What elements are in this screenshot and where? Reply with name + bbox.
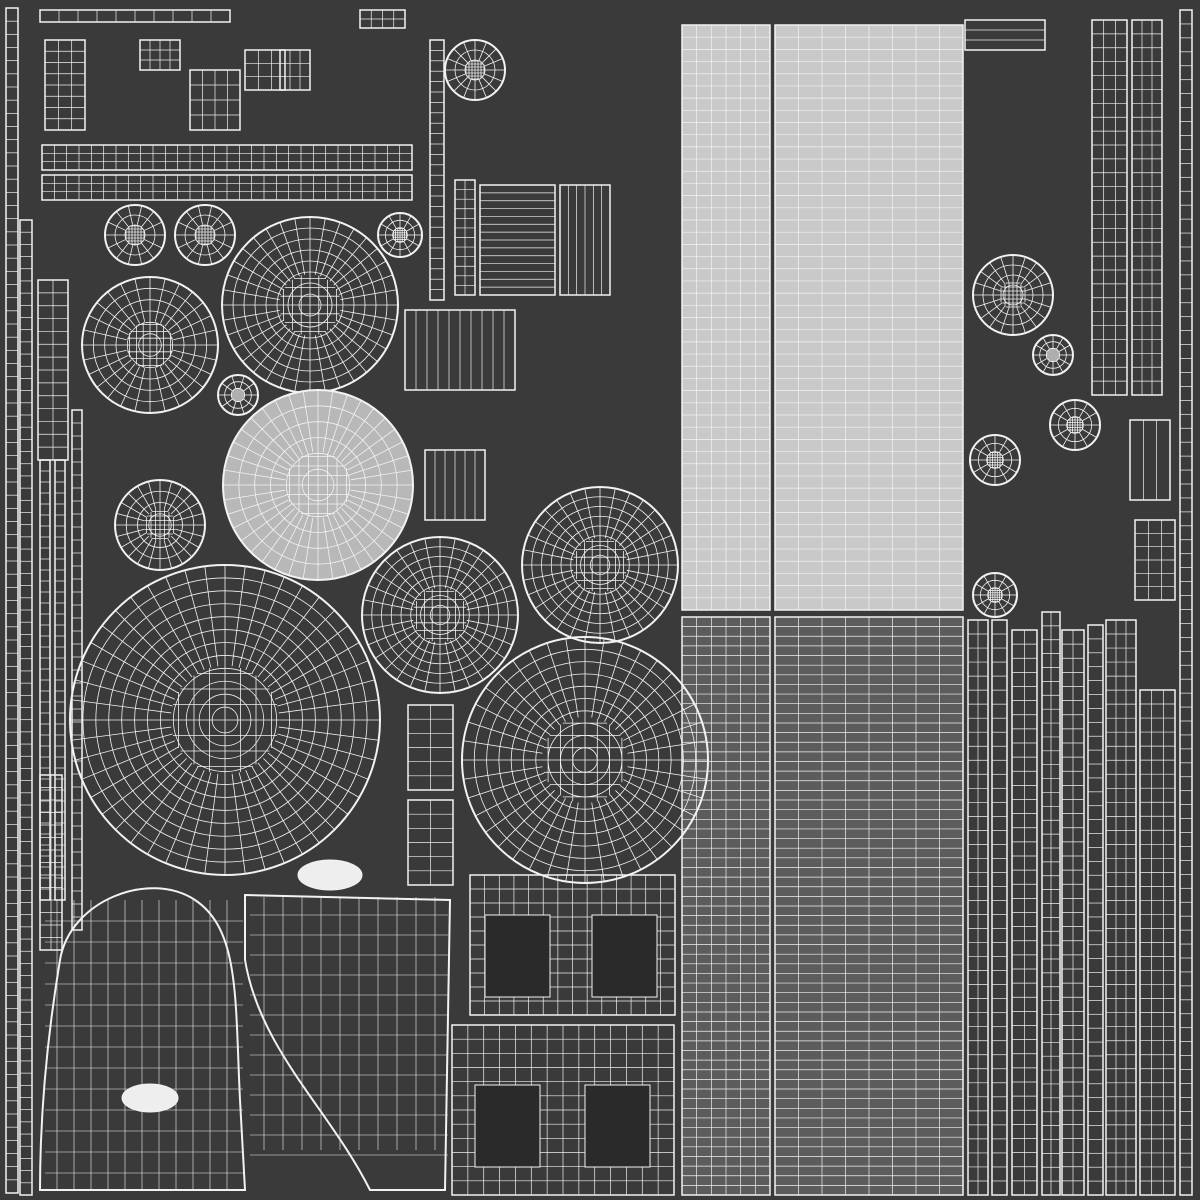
uv-strip-right-9	[1179, 9, 1193, 1196]
uv-box-bottom-1-inset-b	[591, 914, 658, 998]
uv-box-mid-2	[559, 184, 611, 296]
uv-strip-right-2	[991, 619, 1008, 1196]
uv-island-circle-6	[521, 486, 679, 644]
uv-island-circle-right-2	[1032, 334, 1074, 376]
uv-box-5	[359, 9, 406, 29]
uv-island-circle-right-4	[1049, 399, 1101, 451]
uv-box-right-top	[964, 19, 1046, 51]
uv-strip-right-8	[1139, 689, 1176, 1196]
uv-strip-left-3	[37, 279, 69, 461]
uv-bar-long-2	[41, 174, 413, 201]
uv-box-6	[44, 39, 86, 131]
uv-island-circle-2	[221, 216, 399, 394]
uv-box-mid-1	[479, 184, 556, 296]
uv-strip-right-7	[1105, 619, 1137, 1196]
uv-strip-right-10	[1091, 19, 1128, 396]
uv-ellipse-1	[297, 859, 363, 891]
uv-strip-right-6	[1087, 624, 1104, 1196]
uv-strip-left-2	[19, 219, 33, 1196]
uv-box-small-2	[407, 799, 454, 886]
uv-strip-right-3	[1011, 629, 1038, 1196]
uv-box-bottom-1-inset-a	[484, 914, 551, 998]
uv-strip-right-box-2	[1134, 519, 1176, 601]
uv-bar-top	[39, 9, 231, 23]
uv-island-circle-small-3	[377, 212, 423, 258]
uv-island-blob-mid	[244, 893, 452, 1191]
uv-strip-right-1	[967, 619, 989, 1196]
uv-island-circle-right-3	[969, 434, 1021, 486]
uv-island-circle-4	[114, 479, 206, 571]
uv-strip-mid-2	[454, 179, 476, 296]
uv-strip-left-1	[5, 7, 19, 1194]
uv-box-bottom-2-inset-b	[584, 1084, 651, 1168]
uv-panel-light-right	[774, 24, 964, 611]
uv-strip-right-5	[1061, 629, 1085, 1196]
uv-box-small-1	[407, 704, 454, 791]
uv-box-bottom-2-inset-a	[474, 1084, 541, 1168]
uv-island-ring-1	[444, 39, 506, 101]
uv-strip-left-5	[54, 459, 66, 901]
uv-ellipse-2	[121, 1083, 179, 1113]
uv-island-circle-7	[461, 636, 709, 884]
uv-island-circle-1	[81, 276, 219, 414]
uv-island-circle-small-4	[217, 374, 259, 416]
uv-island-circle-large	[69, 564, 381, 876]
uv-bar-long-1	[41, 144, 413, 171]
uv-panel-dark-right	[774, 616, 964, 1196]
uv-box-mid-3	[404, 309, 516, 391]
uv-island-blob-left	[38, 887, 247, 1191]
uv-strip-left-4	[39, 459, 51, 901]
uv-strip-right-11	[1131, 19, 1163, 396]
uv-box-mid-4	[424, 449, 486, 521]
uv-island-circle-5	[361, 536, 519, 694]
uv-island-circle-right-1	[972, 254, 1054, 336]
uv-strip-right-4	[1041, 611, 1061, 1196]
uv-strip-left-6	[71, 409, 83, 931]
uv-island-circle-small-1	[104, 204, 166, 266]
uv-strip-mid-1	[429, 39, 445, 301]
uv-box-2	[244, 49, 286, 91]
uv-panel-light-left	[681, 24, 771, 611]
uv-island-circle-small-2	[174, 204, 236, 266]
uv-box-1	[189, 69, 241, 131]
uv-box-3	[279, 49, 311, 91]
uv-box-4	[139, 39, 181, 71]
uv-panel-dark-left	[681, 616, 771, 1196]
uv-island-circle-right-5	[972, 572, 1018, 618]
uv-island-circle-3-filled	[222, 389, 414, 581]
uv-strip-right-box	[1129, 419, 1171, 501]
